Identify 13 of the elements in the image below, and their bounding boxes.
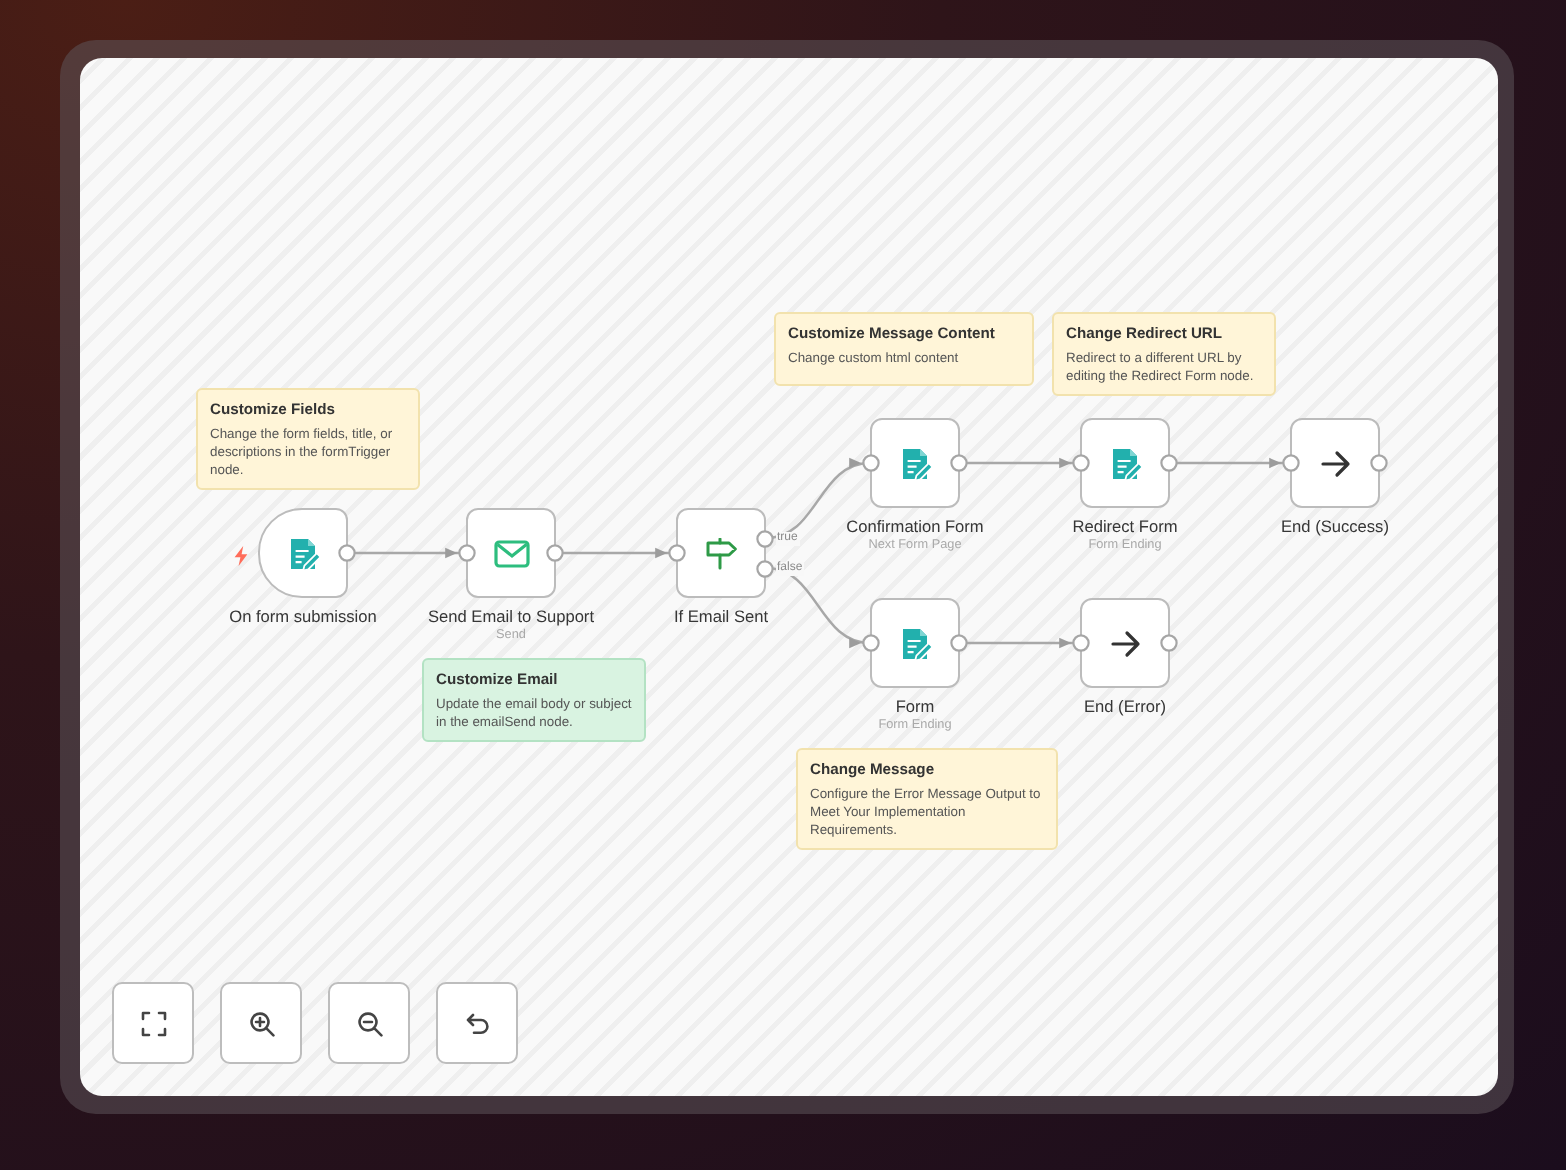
node-title: Redirect Form <box>1072 516 1178 536</box>
node-title: End (Error) <box>1083 696 1167 716</box>
sticky-note <box>1052 312 1276 396</box>
node-title: End (Success) <box>1281 516 1389 536</box>
node-title: If Email Sent <box>673 606 769 626</box>
sticky-note <box>774 312 1034 386</box>
node-title: Send Email to Support <box>427 606 595 626</box>
node-title: Confirmation Form <box>846 516 984 536</box>
sticky-note <box>422 658 646 742</box>
sticky-note <box>196 388 420 490</box>
node-title: Form <box>895 696 935 716</box>
node-title: On form submission <box>229 606 377 626</box>
sticky-note <box>796 748 1058 850</box>
